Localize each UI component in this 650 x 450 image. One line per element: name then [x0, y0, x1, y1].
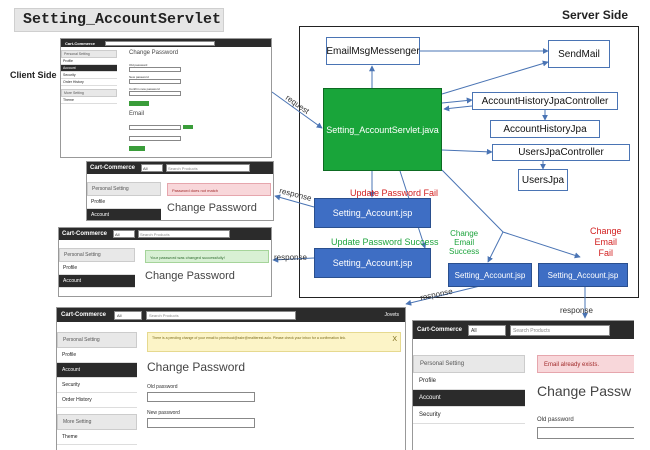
ahctrl-servlet-arrow: [443, 105, 473, 112]
client-change-password-form: Cart-Commerce Personal Setting Profile A…: [60, 38, 272, 158]
node-jsp-fail: Setting_Account.jsp: [314, 198, 431, 228]
note-update-fail: Update Password Fail: [350, 188, 439, 198]
email-branch-fail: [502, 231, 581, 259]
response-arrow-3: [405, 285, 481, 306]
client-side-label: Client Side: [10, 70, 57, 80]
server-side-frame: [299, 26, 639, 298]
node-accounthistory-jpa: AccountHistoryJpa: [490, 120, 600, 138]
diagram-title: Setting_AccountServlet: [14, 8, 224, 32]
client-password-mismatch: Cart-Commerce All Search Products Person…: [86, 161, 274, 221]
request-arrow: [271, 91, 323, 129]
client-email-exists: Cart-Commerce All Search Products Person…: [412, 320, 634, 450]
alert-password-changed: Your password was changed successfully!: [145, 250, 269, 263]
client-password-changed: Cart-Commerce All Search Products Person…: [58, 227, 272, 297]
mock-navbar: Cart-Commerce: [61, 39, 271, 47]
response-arrow-2: [272, 256, 315, 263]
node-jsp-email-fail: Setting_Account.jsp: [538, 263, 628, 287]
alert-email-pending: There is a pending change of your email …: [147, 332, 401, 352]
alert-email-exists: Email already exists.: [537, 355, 634, 373]
node-users-jpacontroller: UsersJpaController: [492, 144, 630, 161]
servlet-ahctrl-arrow: [441, 97, 473, 104]
client-email-pending: Cart-Commerce All Search Products Jovets…: [56, 307, 406, 450]
servlet-sendmail-arrow: [441, 60, 549, 95]
mock-sidebar: Personal Setting Profile Account Securit…: [61, 50, 117, 104]
servlet-usersctrl-arrow: [441, 148, 493, 155]
node-send-mail: SendMail: [548, 40, 610, 68]
node-servlet: Setting_AccountServlet.java: [323, 88, 442, 171]
alert-password-mismatch: Password does not match: [167, 183, 271, 196]
node-jsp-success: Setting_Account.jsp: [314, 248, 431, 278]
server-side-label: Server Side: [562, 8, 629, 22]
note-change-email-success: Change Email Success: [449, 229, 480, 256]
node-jsp-email-success: Setting_Account.jsp: [448, 263, 532, 287]
node-email-msg-messenger: EmailMsgMessenger: [326, 37, 420, 65]
node-users-jpa: UsersJpa: [518, 169, 568, 191]
note-change-email-fail: Change Email Fail: [590, 226, 622, 258]
close-icon[interactable]: X: [392, 336, 397, 343]
node-accounthistory-jpacontroller: AccountHistoryJpaController: [472, 92, 618, 110]
edge-label-response-4: response: [560, 306, 593, 315]
note-update-success: Update Password Success: [331, 237, 439, 247]
response-arrow-1: [274, 194, 315, 208]
edge-label-response-2: response: [274, 253, 307, 262]
